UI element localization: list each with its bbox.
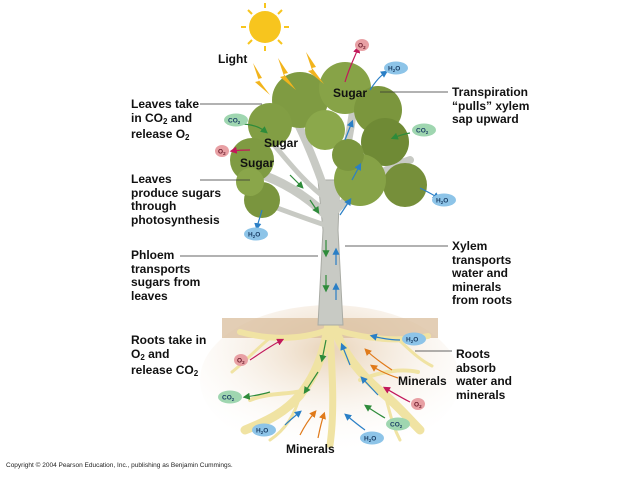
h2o-badge-leaf-left: H2O bbox=[244, 227, 268, 241]
svg-text:H2O: H2O bbox=[436, 198, 448, 206]
svg-text:O2: O2 bbox=[218, 149, 226, 157]
co2-badge-leaf-left: CO2 bbox=[224, 113, 248, 127]
transpiration-label: Transpiration “pulls” xylem sap upward bbox=[452, 85, 530, 126]
o2-badge-leaf-left: O2 bbox=[215, 145, 229, 157]
svg-text:CO2: CO2 bbox=[222, 395, 235, 403]
co2-badge-root-left: CO2 bbox=[218, 390, 242, 404]
svg-text:H2O: H2O bbox=[256, 428, 268, 436]
h2o-badge-root-bottom-right: H2O bbox=[360, 431, 384, 445]
svg-text:H2O: H2O bbox=[406, 337, 418, 345]
light-bolt-icons bbox=[253, 52, 324, 95]
h2o-badge-leaf-right: H2O bbox=[432, 193, 456, 207]
sun-icon bbox=[241, 3, 289, 51]
sugar-top-label: Sugar bbox=[333, 86, 368, 100]
roots-absorb-label: Roots absorb water and minerals bbox=[456, 347, 513, 402]
phloem-label: Phloem transports sugars from leaves bbox=[131, 248, 201, 303]
svg-text:H2O: H2O bbox=[388, 66, 400, 74]
minerals-bottom-label: Minerals bbox=[286, 442, 335, 456]
svg-text:CO2: CO2 bbox=[228, 118, 241, 126]
phloem-arrows bbox=[289, 174, 330, 395]
o2-badge-top: O2 bbox=[355, 39, 369, 51]
h2o-badge-root-right: H2O bbox=[402, 332, 426, 346]
o2-badge-root-left: O2 bbox=[234, 354, 248, 366]
sugar-low-label: Sugar bbox=[240, 156, 275, 170]
minerals-right-label: Minerals bbox=[398, 374, 447, 388]
svg-text:CO2: CO2 bbox=[416, 128, 429, 136]
label-leader-lines bbox=[180, 91, 452, 352]
light-label: Light bbox=[218, 52, 248, 66]
copyright-notice: Copyright © 2004 Pearson Education, Inc.… bbox=[6, 462, 233, 469]
svg-text:H2O: H2O bbox=[248, 232, 260, 240]
mineral-arrows bbox=[299, 348, 399, 439]
o2-badge-root-right: O2 bbox=[411, 398, 425, 410]
leaves-take-label: Leaves take in CO2 and release O2 bbox=[131, 97, 200, 142]
svg-text:O2: O2 bbox=[237, 358, 245, 366]
xylem-label: Xylem transports water and minerals from… bbox=[452, 239, 512, 307]
sugar-mid-label: Sugar bbox=[264, 136, 299, 150]
svg-text:H2O: H2O bbox=[364, 436, 376, 444]
xylem-arrows bbox=[332, 119, 379, 396]
foliage bbox=[230, 62, 427, 218]
leaves-produce-label: Leaves produce sugars through photosynth… bbox=[131, 172, 222, 227]
svg-text:CO2: CO2 bbox=[390, 422, 403, 430]
co2-badge-leaf-right: CO2 bbox=[412, 123, 436, 137]
h2o-badge-top: H2O bbox=[384, 61, 408, 75]
svg-text:O2: O2 bbox=[414, 402, 422, 410]
roots-take-label: Roots take in O2 and release CO2 bbox=[131, 333, 207, 378]
co2-badge-root-right: CO2 bbox=[386, 417, 410, 431]
h2o-badge-root-bottom-left: H2O bbox=[252, 423, 276, 437]
svg-text:O2: O2 bbox=[358, 43, 366, 51]
